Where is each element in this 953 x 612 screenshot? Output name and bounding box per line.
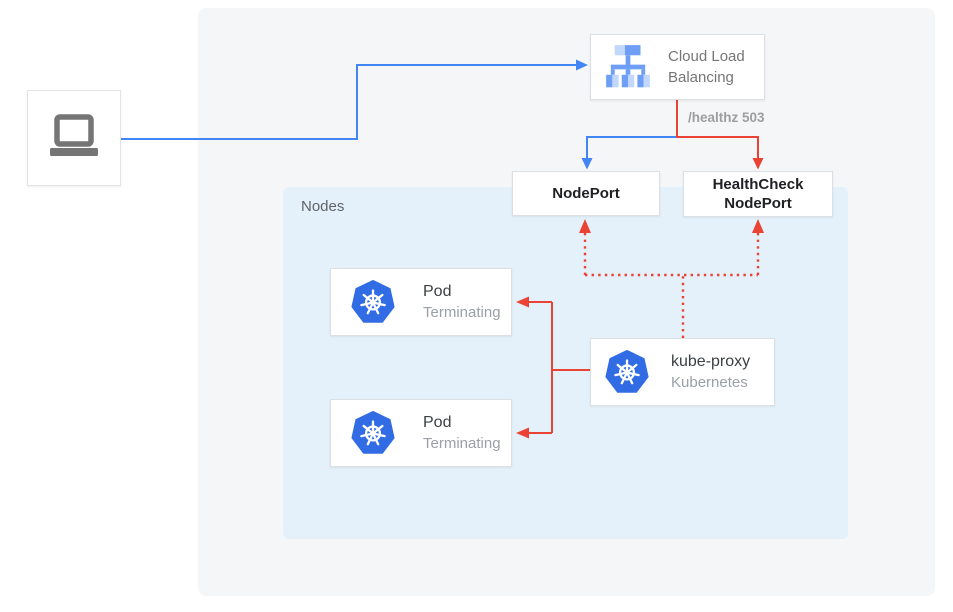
kubernetes-icon — [351, 279, 395, 323]
pod-terminating-card: Pod Terminating — [330, 399, 512, 467]
arrow-lb-to-healthcheck — [676, 100, 764, 170]
laptop-icon — [50, 114, 98, 156]
healthcheck-nodeport-label: HealthCheck NodePort — [712, 176, 804, 212]
kube-proxy-card: kube-proxy Kubernetes — [590, 338, 775, 406]
pod-title: Pod — [423, 283, 452, 300]
nodes-label: Nodes — [301, 198, 345, 215]
cloud-load-balancing-icon — [606, 45, 650, 88]
arrow-kubeproxy-to-pods — [516, 296, 590, 439]
arrow-kubeproxy-to-nodeports-dotted — [579, 219, 764, 338]
pod-status: Terminating — [423, 304, 501, 321]
healthz-503-label: /healthz 503 — [688, 110, 765, 125]
pod-status: Terminating — [423, 435, 501, 452]
kube-proxy-subtitle: Kubernetes — [671, 374, 748, 391]
client-card — [27, 90, 121, 186]
kube-proxy-title: kube-proxy — [671, 353, 751, 370]
nodeport-label: NodePort — [552, 185, 620, 202]
arrow-client-to-lb — [121, 59, 588, 140]
cloud-load-balancing-card: Cloud Load Balancing — [590, 34, 765, 100]
pod-title: Pod — [423, 414, 452, 431]
pod-terminating-card: Pod Terminating — [330, 268, 512, 336]
arrow-lb-to-nodeport — [581, 136, 677, 170]
cloud-load-balancing-label: Cloud Load Balancing — [668, 48, 745, 86]
nodeport-box: NodePort — [512, 171, 660, 216]
healthcheck-nodeport-box: HealthCheck NodePort — [683, 171, 833, 217]
kubernetes-icon — [351, 410, 395, 454]
kubernetes-icon — [605, 349, 649, 393]
